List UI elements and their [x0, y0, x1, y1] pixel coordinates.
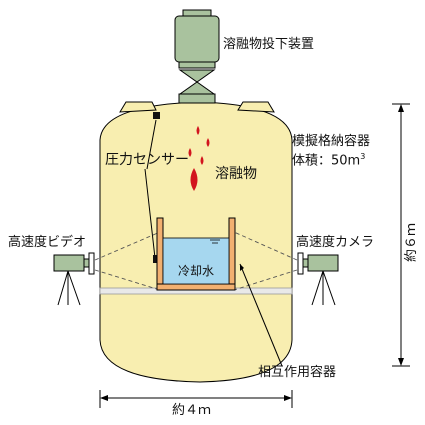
interaction-vessel-leader [239, 263, 283, 367]
vessel-port-left [119, 101, 157, 113]
right-camera [297, 252, 339, 306]
interaction-vessel [156, 217, 236, 291]
label-melt: 溶融物 [215, 166, 257, 182]
camera-view-lines [94, 231, 298, 291]
width-dimension [99, 390, 293, 408]
pressure-sensor-leader-2 [144, 168, 156, 259]
label-cooling-water: 冷却水 [178, 264, 215, 278]
label-vessel-name: 模擬格納容器 [292, 134, 371, 149]
cooling-water-pool [162, 237, 230, 285]
label-pressure-sensor: 圧力センサー [105, 152, 189, 168]
label-height: 約６ｍ [404, 222, 419, 262]
pressure-sensor-leader [146, 119, 157, 170]
dropper-device [174, 9, 220, 104]
label-vessel-volume: 体積：50m3 [292, 152, 366, 169]
label-high-speed-camera: 高速度カメラ [296, 235, 375, 250]
melt-drops [188, 126, 210, 191]
label-dropper: 溶融物投下装置 [223, 37, 315, 52]
label-width: 約４ｍ [172, 403, 212, 418]
label-interaction-vessel: 相互作用容器 [258, 365, 337, 380]
pressure-sensor-side [153, 255, 159, 263]
label-video-camera: 高速度ビデオ [8, 235, 87, 250]
vessel-port-right [237, 101, 275, 113]
left-camera [53, 252, 95, 306]
pressure-sensor-top [153, 112, 160, 119]
